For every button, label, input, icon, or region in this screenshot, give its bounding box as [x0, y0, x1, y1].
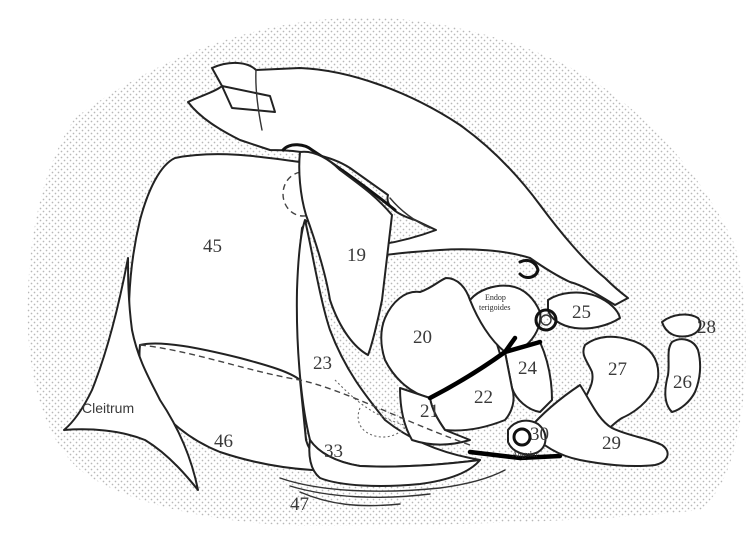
label-30: 30 — [530, 424, 549, 445]
label-20: 20 — [413, 327, 432, 348]
label-27: 27 — [608, 359, 627, 380]
label-21: 21 — [420, 401, 439, 422]
label-cleitrum: Cleitrum — [82, 400, 134, 416]
label-endopterygoid-line1: Endop — [485, 293, 506, 302]
label-endopterygoid-line2: terigoides — [479, 303, 511, 312]
label-25: 25 — [572, 302, 591, 323]
label-29: 29 — [602, 433, 621, 454]
label-19: 19 — [347, 245, 366, 266]
label-26: 26 — [673, 372, 692, 393]
label-28: 28 — [697, 317, 716, 338]
label-45: 45 — [203, 236, 222, 257]
label-33: 33 — [324, 441, 343, 462]
label-23: 23 — [313, 353, 332, 374]
label-46: 46 — [214, 431, 233, 452]
label-47: 47 — [290, 494, 309, 515]
label-angular: Angular — [512, 450, 539, 459]
label-22: 22 — [474, 387, 493, 408]
label-24: 24 — [518, 358, 538, 379]
